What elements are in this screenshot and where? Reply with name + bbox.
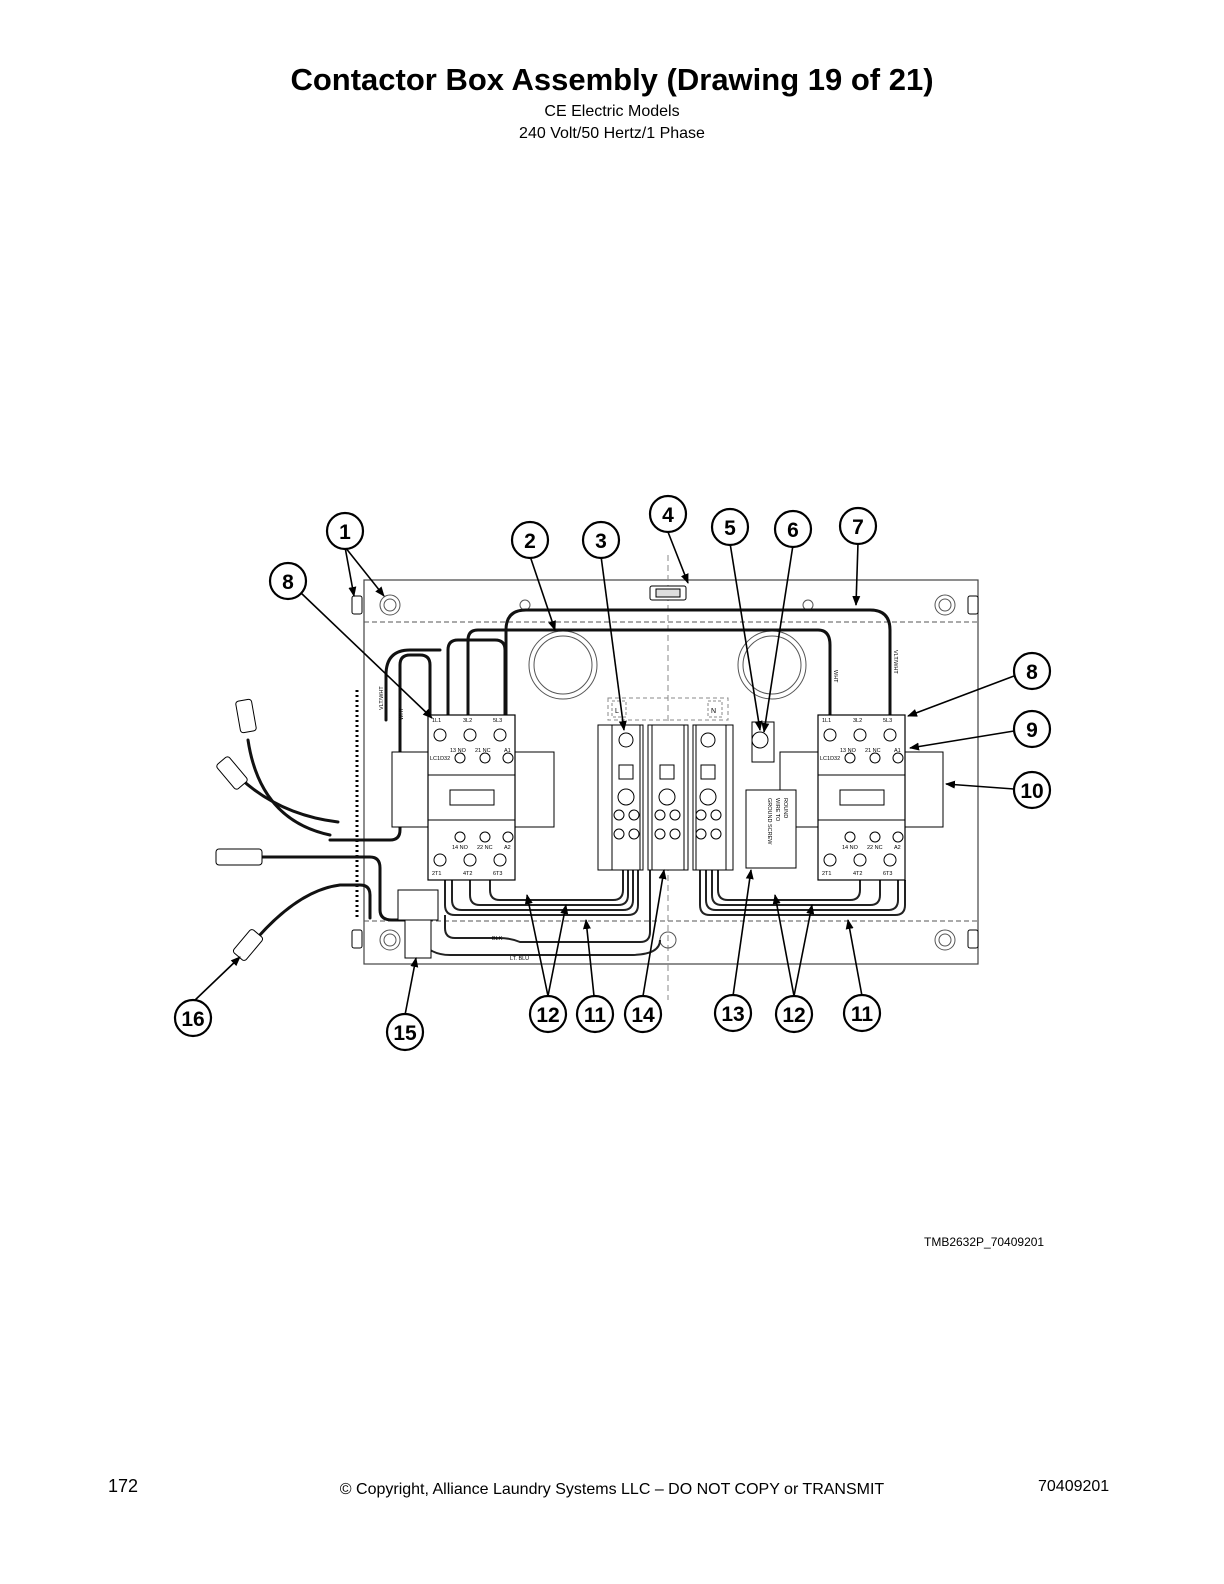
svg-text:14: 14	[631, 1004, 655, 1027]
callout-1: 1	[325, 511, 365, 551]
callouts: 1 2 3 4 5 6 7 8 8 9 10 11 11 12 12 13 14…	[173, 494, 1052, 1052]
callout-9: 9	[1012, 709, 1052, 749]
leader-lines	[192, 531, 1015, 1016]
svg-text:3: 3	[595, 530, 607, 553]
callout-10: 10	[1012, 770, 1052, 810]
svg-text:14 NO: 14 NO	[842, 845, 859, 851]
svg-text:A1: A1	[894, 748, 901, 754]
svg-text:LC1D32: LC1D32	[430, 756, 450, 762]
svg-text:22 NC: 22 NC	[477, 845, 493, 851]
svg-text:10: 10	[1020, 780, 1043, 803]
subtitle-models: CE Electric Models	[544, 103, 680, 120]
svg-text:7: 7	[852, 516, 864, 539]
svg-text:15: 15	[393, 1022, 417, 1045]
svg-text:5L3: 5L3	[883, 718, 892, 724]
svg-text:4: 4	[662, 504, 674, 527]
svg-text:22 NC: 22 NC	[867, 845, 883, 851]
copyright-notice: © Copyright, Alliance Laundry Systems LL…	[339, 1481, 885, 1498]
callout-14: 14	[623, 994, 663, 1034]
drawing-id: TMB2632P_70409201	[924, 1235, 1045, 1249]
svg-text:21 NC: 21 NC	[475, 748, 491, 754]
wire-label-blk: BLK	[492, 936, 503, 942]
svg-text:A1: A1	[504, 748, 511, 754]
callout-7: 7	[838, 506, 878, 546]
svg-text:13 NO: 13 NO	[840, 748, 857, 754]
svg-text:21 NC: 21 NC	[865, 748, 881, 754]
svg-text:2: 2	[524, 530, 536, 553]
callout-3: 3	[581, 520, 621, 560]
svg-text:ROUND: ROUND	[782, 798, 788, 818]
contactor-left: 1L1 3L2 5L3 13 NO 21 NC A1 LC1D32 14 NO …	[391, 714, 555, 881]
svg-text:2T1: 2T1	[822, 871, 831, 877]
svg-text:4T2: 4T2	[463, 871, 472, 877]
wire-label-lt-blu: LT. BLU	[510, 956, 529, 962]
svg-text:16: 16	[181, 1008, 204, 1031]
svg-text:6T3: 6T3	[883, 871, 892, 877]
callout-2: 2	[510, 520, 550, 560]
wire-label-wht-left: WHT	[399, 707, 405, 720]
svg-text:2T1: 2T1	[432, 871, 441, 877]
svg-text:3L2: 3L2	[463, 718, 472, 724]
callout-15: 15	[385, 1012, 425, 1052]
svg-text:11: 11	[851, 1003, 874, 1026]
svg-text:A2: A2	[894, 845, 901, 851]
svg-text:13 NO: 13 NO	[450, 748, 467, 754]
subtitle-voltage: 240 Volt/50 Hertz/1 Phase	[519, 125, 705, 142]
document-number: 70409201	[1038, 1478, 1110, 1495]
wiring-harness	[238, 608, 892, 939]
mounting-screws	[351, 585, 979, 949]
callout-12-left: 12	[528, 994, 568, 1034]
svg-text:3L2: 3L2	[853, 718, 862, 724]
svg-text:5: 5	[724, 517, 736, 540]
callout-11-left: 11	[575, 994, 615, 1034]
svg-text:GROUND SCREW: GROUND SCREW	[766, 798, 772, 845]
terminal-block-assembly: L N	[597, 697, 734, 871]
wire-label-vlt-wht-right: VLT/WHT	[892, 650, 898, 674]
svg-text:LC1D32: LC1D32	[820, 756, 840, 762]
callout-11-right: 11	[842, 993, 882, 1033]
svg-text:8: 8	[282, 571, 294, 594]
wire-terminals	[215, 698, 439, 961]
callout-8-left: 8	[268, 561, 308, 601]
callout-13: 13	[713, 993, 753, 1033]
svg-text:1: 1	[339, 521, 351, 544]
page-number: 172	[108, 1476, 139, 1496]
svg-text:5L3: 5L3	[493, 718, 502, 724]
svg-text:12: 12	[782, 1004, 805, 1027]
callout-12-right: 12	[774, 994, 814, 1034]
svg-text:6T3: 6T3	[493, 871, 502, 877]
callout-16: 16	[173, 998, 213, 1038]
svg-text:14 NO: 14 NO	[452, 845, 469, 851]
wire-label-vlt-wht-left: VLT/WHT	[379, 686, 385, 710]
callout-8-right: 8	[1012, 651, 1052, 691]
contactor-right: 1L1 3L2 5L3 13 NO 21 NC A1 LC1D32 14 NO …	[779, 714, 944, 881]
terminal-label-n: N	[711, 708, 716, 715]
svg-text:9: 9	[1026, 719, 1038, 742]
svg-text:8: 8	[1026, 661, 1038, 684]
svg-text:1L1: 1L1	[822, 718, 831, 724]
svg-text:12: 12	[536, 1004, 559, 1027]
callout-5: 5	[710, 507, 750, 547]
svg-text:1L1: 1L1	[432, 718, 441, 724]
svg-text:WIRE TO: WIRE TO	[774, 798, 780, 822]
svg-text:A2: A2	[504, 845, 511, 851]
svg-text:6: 6	[787, 519, 799, 542]
svg-text:13: 13	[721, 1003, 744, 1026]
terminal-label-l: L	[615, 708, 619, 715]
svg-text:11: 11	[584, 1004, 607, 1027]
page-title: Contactor Box Assembly (Drawing 19 of 21…	[290, 62, 934, 97]
harness-bundle-right	[699, 850, 906, 916]
wire-label-wht-right: WHT	[832, 670, 838, 683]
svg-text:4T2: 4T2	[853, 871, 862, 877]
callout-6: 6	[773, 509, 813, 549]
callout-4: 4	[648, 494, 688, 534]
